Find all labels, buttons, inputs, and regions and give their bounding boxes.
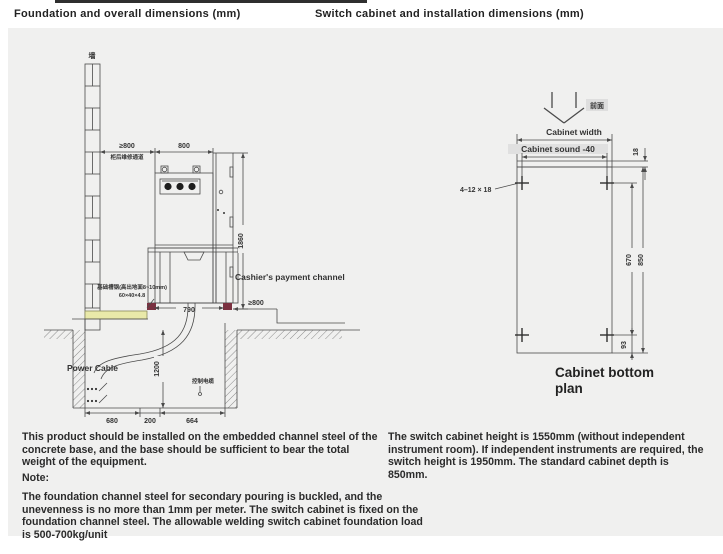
channel-steel-note-1: 基础槽钢(高出地面8~10mm): [96, 283, 167, 291]
front-direction-arrows: 前面: [543, 92, 608, 124]
control-cable: 控制电缆: [192, 377, 215, 396]
hole-span-label: Cabinet sound -40: [521, 144, 595, 154]
power-cable: Power Cable: [67, 302, 196, 404]
depth-dimensions: 670 850 93: [612, 167, 648, 360]
hole-spec: 4–12 × 18: [460, 182, 520, 194]
diagram-panel: [8, 28, 723, 536]
cabinet-width-dim: 800: [178, 143, 190, 150]
channel-steel-strip: [84, 310, 148, 320]
power-cable-label: Power Cable: [67, 363, 118, 373]
left-section-title: Foundation and overall dimensions (mm): [14, 8, 241, 20]
front-channel-dim: ≥800: [248, 300, 264, 307]
note-paragraph-3: The switch cabinet height is 1550mm (wit…: [388, 431, 704, 482]
note-paragraph-2: The foundation channel steel for seconda…: [22, 491, 423, 542]
width-label: Cabinet width: [546, 127, 602, 137]
cashier-channel-label: Cashier's payment channel: [235, 272, 345, 282]
rear-channel-note: 柜后维修通道: [109, 153, 144, 161]
cabinet-base: [147, 247, 239, 310]
cable-lug-symbols: [86, 382, 108, 404]
wall: 墙: [84, 51, 101, 331]
caption-line-2: plan: [555, 381, 583, 396]
hole-span-dimension: Cabinet sound -40: [508, 144, 608, 183]
hole-spec-label: 4–12 × 18: [460, 187, 491, 194]
height-dimension: 1860: [233, 152, 248, 310]
cable-gland: [183, 251, 205, 261]
pit-dim-left: 680: [106, 418, 118, 425]
caption-line-1: Cabinet bottom: [555, 365, 654, 380]
note-paragraph-1: This product should be installed on the …: [22, 431, 378, 469]
pit-dim-mid: 200: [144, 418, 156, 425]
installation-diagram: 前面 Cabinet width Cabinet sound -40 18 4–…: [460, 92, 654, 396]
pit-depth-dimension: 1200: [154, 330, 165, 408]
diagram-caption: Cabinet bottom plan: [555, 365, 654, 396]
channel-steel-note-2: 60×40×4.8: [119, 293, 145, 299]
cabinet-bottom-outline: [516, 166, 613, 354]
cabinet-depth-dim: 850: [638, 254, 645, 266]
rear-channel-dim: ≥800: [119, 143, 135, 150]
top-divider: [55, 0, 367, 3]
hole-depth-span-dim: 670: [626, 254, 633, 266]
channel-height-dim: 18: [633, 148, 640, 156]
front-label: 前面: [590, 101, 604, 110]
foot-left: [147, 303, 156, 310]
base-width-dimension: 790: [154, 304, 224, 314]
ground-and-pit: [44, 319, 360, 409]
foot-right: [223, 303, 232, 310]
base-width-dim: 790: [183, 307, 195, 314]
cashier-channel: Cashier's payment channel ≥800: [233, 272, 345, 324]
foundation-diagram: 墙 ≥800 柜后维修通道 800: [44, 51, 360, 425]
meter-block: [159, 178, 201, 195]
right-section-title: Switch cabinet and installation dimensio…: [315, 8, 584, 20]
pit-dim-right: 664: [186, 418, 198, 425]
cabinet-height-dim: 1860: [238, 233, 245, 249]
wall-label: 墙: [89, 51, 96, 60]
cabinet-side-view: [154, 152, 234, 304]
channel-steel-note: 基础槽钢(高出地面8~10mm) 60×40×4.8: [96, 283, 167, 309]
pit-depth-dim: 1200: [154, 361, 161, 377]
control-cable-label: 控制电缆: [192, 377, 215, 385]
note-label: Note:: [22, 472, 50, 484]
mounting-holes: [515, 176, 614, 342]
rear-offset-dim: 93: [621, 341, 628, 349]
bottom-dimensions: 680 200 664: [84, 408, 226, 425]
top-dimensions: ≥800 柜后维修通道 800: [100, 143, 214, 173]
